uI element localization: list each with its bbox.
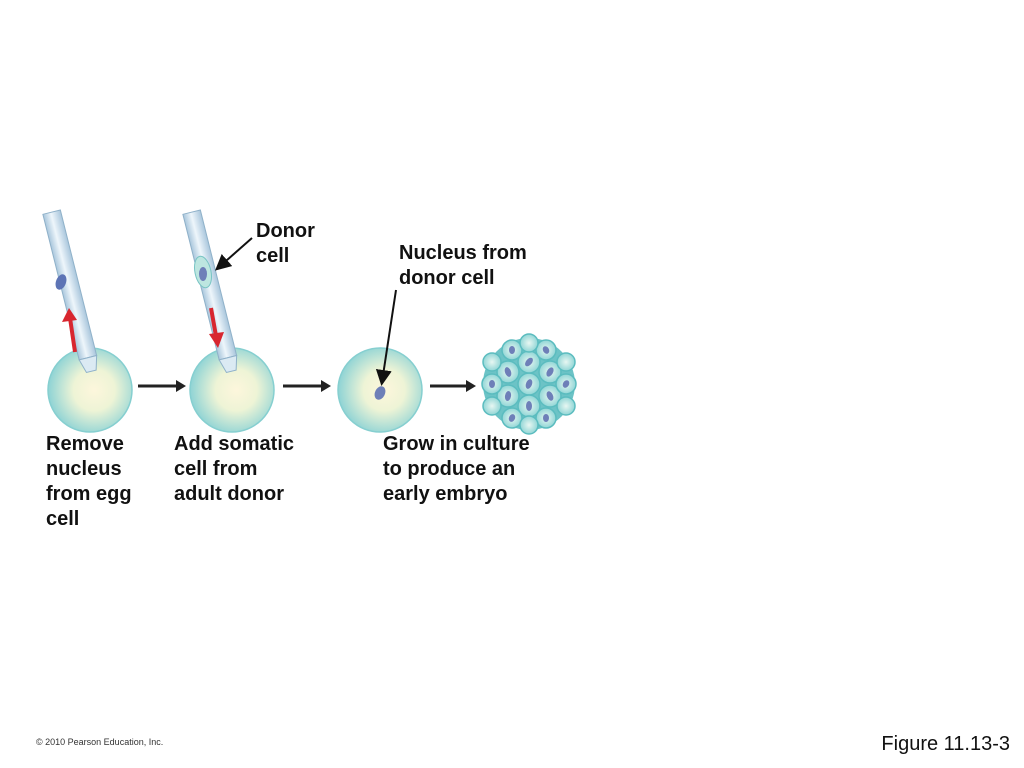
donor-cell-pointer — [215, 237, 253, 271]
step1-label: Remove nucleus from egg cell — [46, 433, 132, 530]
copyright-notice: © 2010 Pearson Education, Inc. — [36, 737, 164, 747]
donor-cell-label: Donor cell — [256, 220, 315, 267]
step3-label: Grow in culture to produce an early embr… — [383, 433, 530, 505]
step-arrow-1 — [138, 380, 186, 392]
step2-label: Add somatic cell from adult donor — [174, 433, 295, 505]
donor-nucleus — [374, 386, 386, 400]
early-embryo — [481, 333, 577, 435]
figure-number: Figure 11.13-3 — [881, 733, 1010, 755]
step-arrow-3 — [430, 380, 476, 392]
red-up-arrow — [62, 308, 77, 353]
nucleus-from-donor-label: Nucleus from donor cell — [399, 242, 527, 289]
donor-cell-in-pipette — [193, 255, 213, 289]
pipette-2 — [182, 209, 238, 374]
nucleus-in-pipette-1 — [55, 274, 67, 290]
pipette-1 — [42, 209, 98, 374]
red-down-arrow — [209, 307, 224, 348]
egg-cell-3 — [337, 347, 423, 433]
step-arrow-2 — [283, 380, 331, 392]
nucleus-pointer — [375, 289, 397, 386]
